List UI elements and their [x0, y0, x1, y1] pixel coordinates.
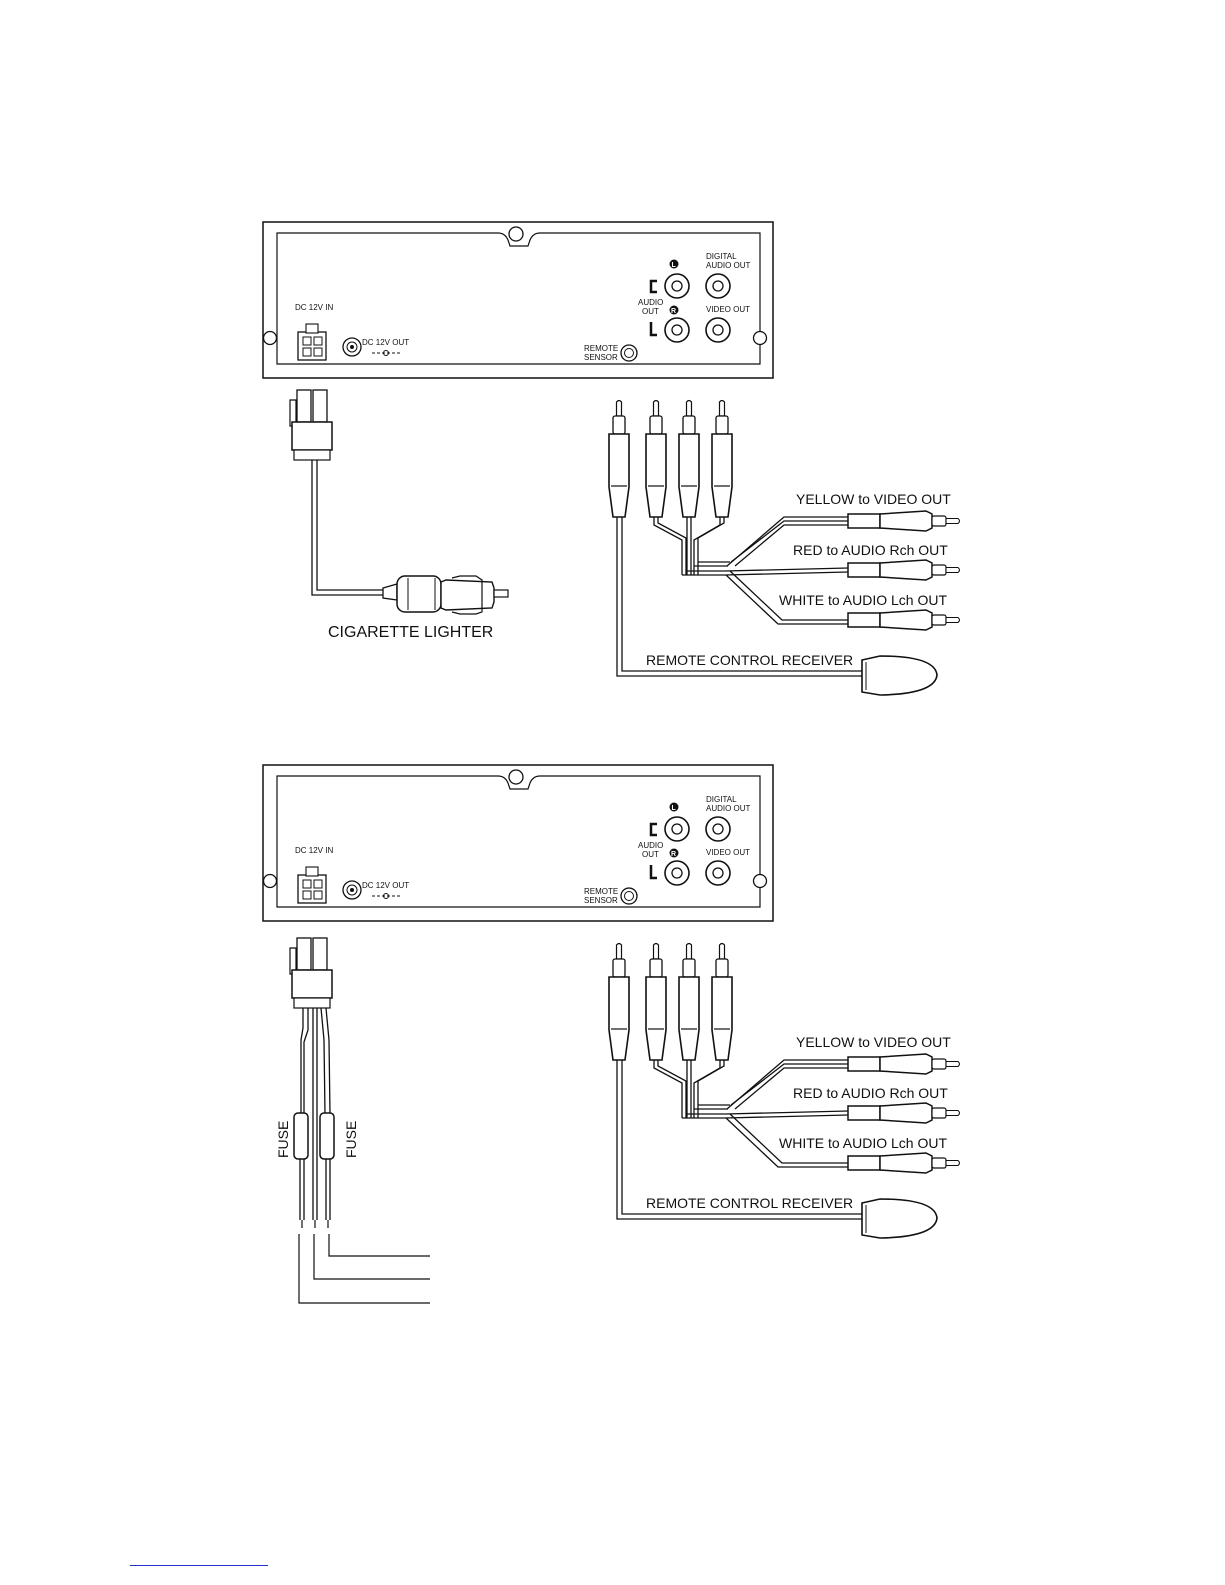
remote-sensor-label-2: SENSOR — [584, 353, 618, 362]
white-label-2: WHITE to AUDIO Lch OUT — [779, 1135, 947, 1151]
audio-out-label-4: OUT — [642, 850, 659, 859]
back-panel-top — [261, 220, 775, 380]
red-label: RED to AUDIO Rch OUT — [793, 542, 948, 558]
yellow-label: YELLOW to VIDEO OUT — [796, 491, 951, 507]
audio-out-label-3: AUDIO — [638, 841, 663, 850]
jack-r-label: R — [671, 308, 676, 315]
digital-label-2: AUDIO OUT — [706, 261, 751, 270]
remote-sensor-label-3: REMOTE — [584, 887, 618, 896]
white-label: WHITE to AUDIO Lch OUT — [779, 592, 947, 608]
digital-label-1: DIGITAL — [706, 252, 737, 261]
jack-l-label: L — [672, 262, 677, 269]
dc-out-label-2: DC 12V OUT — [362, 881, 409, 890]
remote-sensor-label-1: REMOTE — [584, 344, 618, 353]
power-plug-top — [289, 389, 509, 615]
digital-label-4: AUDIO OUT — [706, 804, 751, 813]
fuse-right — [319, 1112, 335, 1160]
digital-label-3: DIGITAL — [706, 795, 737, 804]
footer-link-underline — [130, 1565, 268, 1566]
remote-receiver-label: REMOTE CONTROL RECEIVER — [646, 652, 853, 668]
audio-out-label-2: OUT — [642, 307, 659, 316]
remote-sensor-label-4: SENSOR — [584, 896, 618, 905]
cigarette-lighter-plug — [382, 575, 509, 615]
red-label-2: RED to AUDIO Rch OUT — [793, 1085, 948, 1101]
remote-receiver-label-2: REMOTE CONTROL RECEIVER — [646, 1195, 853, 1211]
cigarette-lighter-label: CIGARETTE LIGHTER — [328, 624, 493, 641]
video-out-label: VIDEO OUT — [706, 305, 750, 314]
dc-in-label-2: DC 12V IN — [295, 846, 333, 855]
power-plug-bottom — [289, 937, 430, 1304]
dc-in-label: DC 12V IN — [295, 303, 333, 312]
fuse-left — [293, 1112, 309, 1160]
fuse-label-right: FUSE — [343, 1121, 359, 1158]
video-out-label-2: VIDEO OUT — [706, 848, 750, 857]
jack-r-label-2: R — [671, 851, 676, 858]
dc-out-label: DC 12V OUT — [362, 338, 409, 347]
back-panel-bottom — [261, 763, 775, 923]
audio-out-label-1: AUDIO — [638, 298, 663, 307]
yellow-label-2: YELLOW to VIDEO OUT — [796, 1034, 951, 1050]
jack-l-label-2: L — [672, 805, 677, 812]
fuse-label-left: FUSE — [275, 1121, 291, 1158]
